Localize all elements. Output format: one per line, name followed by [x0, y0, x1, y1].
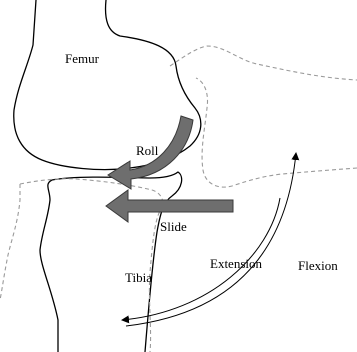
slide-label: Slide [160, 219, 187, 234]
flexion-arrow [126, 153, 296, 326]
slide-arrow [106, 190, 233, 222]
tibia-label: Tibia [125, 270, 152, 285]
tibia-outline [40, 172, 182, 352]
femur-label: Femur [65, 51, 100, 66]
roll-label: Roll [136, 143, 159, 158]
flexed-femur-outline [170, 46, 357, 187]
extension-label: Extension [210, 256, 262, 271]
flexion-label: Flexion [298, 258, 338, 273]
